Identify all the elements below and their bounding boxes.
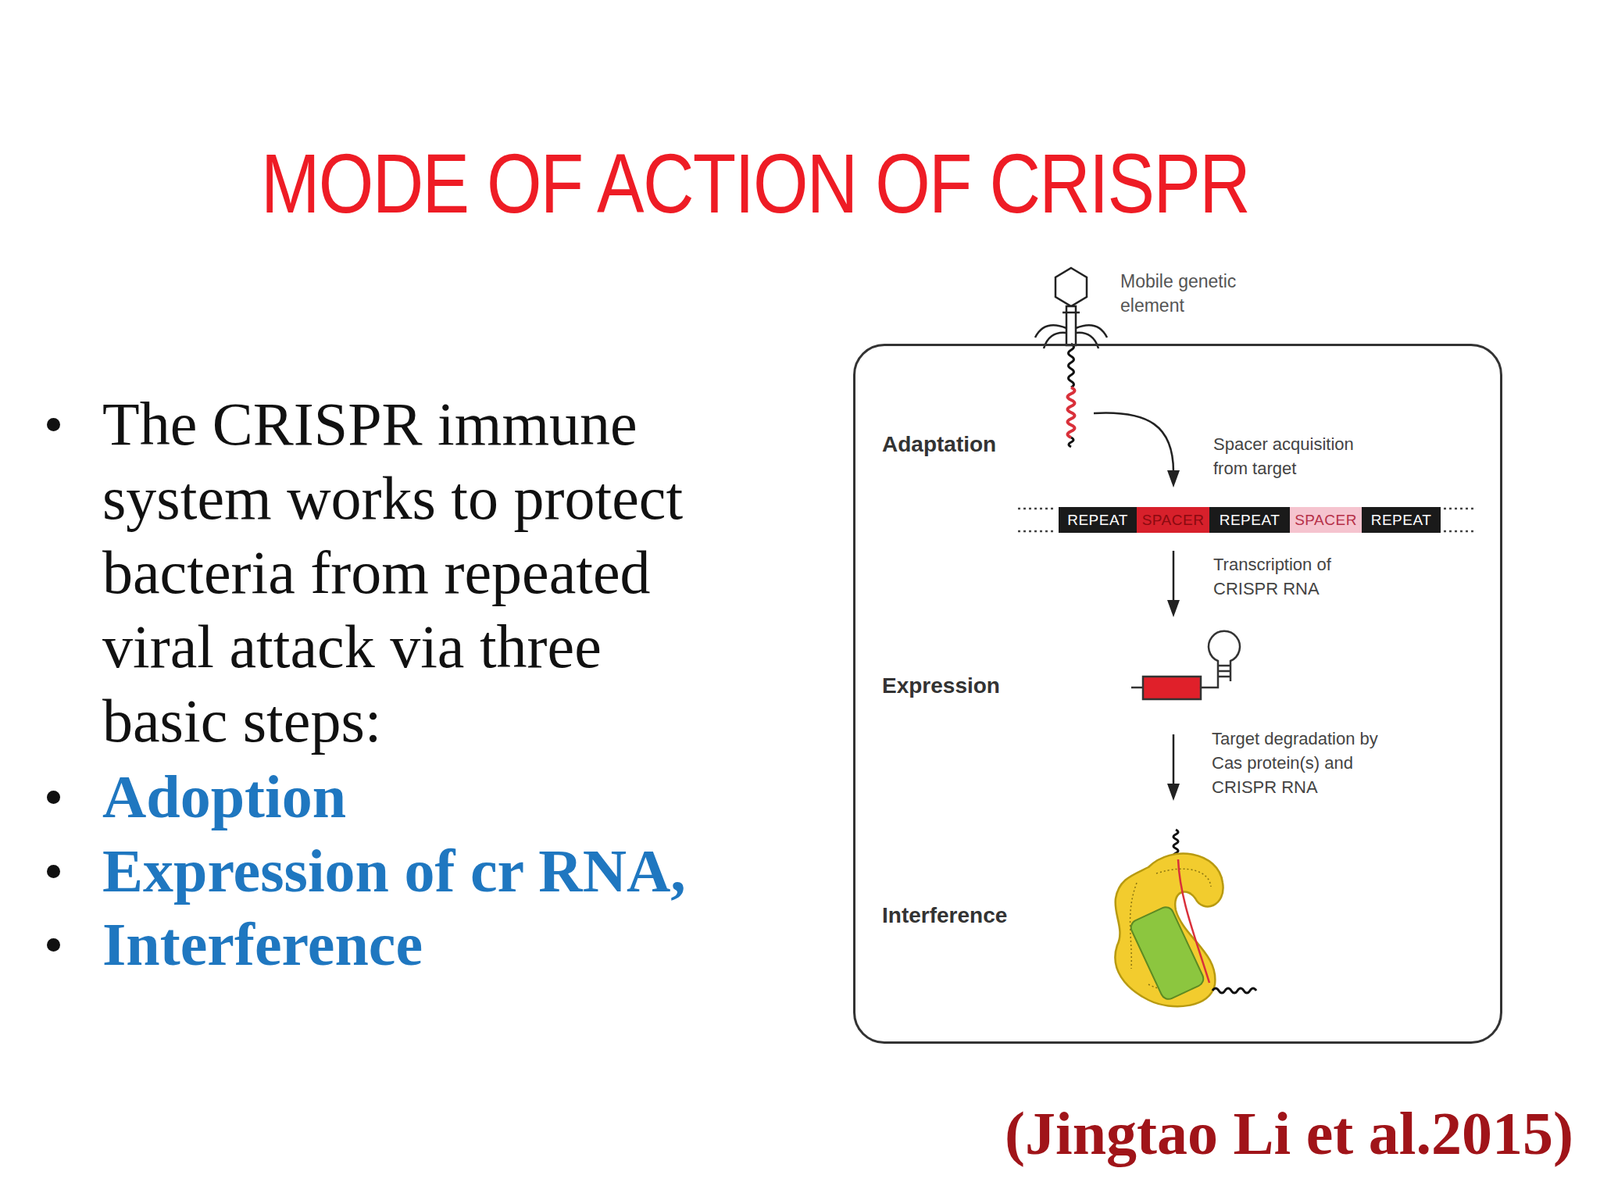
repeat-segment: REPEAT bbox=[1361, 507, 1441, 533]
hairpin-rung bbox=[1217, 664, 1231, 668]
step-item: Expression of cr RNA, bbox=[102, 833, 728, 908]
step-note: Target degradation by Cas protein(s) and… bbox=[1211, 726, 1380, 800]
citation: (Jingtao Li et al.2015) bbox=[1004, 1096, 1583, 1171]
spacer-segment: SPACER bbox=[1289, 507, 1362, 533]
cell-box: Adaptation Spacer acquisition from target… bbox=[853, 343, 1503, 1044]
bullet-text: The CRISPR immune system works to protec… bbox=[102, 386, 712, 758]
arrow-line bbox=[1093, 413, 1174, 472]
arrow-head bbox=[1167, 783, 1180, 801]
arrow-line bbox=[1172, 734, 1175, 786]
viral-dna bbox=[1068, 343, 1075, 388]
dotted-line bbox=[1017, 507, 1057, 511]
repeat-segment: REPEAT bbox=[1058, 507, 1137, 533]
cas-protein bbox=[1114, 853, 1223, 1008]
crrna-guide bbox=[1178, 859, 1210, 983]
bullet-dot bbox=[46, 790, 61, 804]
repeat-segment: REPEAT bbox=[1209, 507, 1290, 533]
step-item: Interference bbox=[102, 907, 728, 982]
segment-label: REPEAT bbox=[1058, 507, 1137, 533]
phage-head bbox=[1055, 267, 1087, 307]
viral-dna bbox=[1068, 437, 1074, 447]
crrna-spacer bbox=[1142, 676, 1201, 700]
arrow-head bbox=[1167, 600, 1180, 618]
segment-label: REPEAT bbox=[1361, 507, 1441, 533]
bullet-dot bbox=[46, 938, 61, 952]
spacer-segment: SPACER bbox=[1136, 507, 1210, 533]
step-note: Transcription of CRISPR RNA bbox=[1213, 552, 1382, 601]
phage-symbol bbox=[1035, 267, 1108, 349]
crrna-tail bbox=[1131, 686, 1143, 690]
step-item: Adoption bbox=[102, 759, 728, 834]
illustration-label: Mobile genetic element bbox=[1120, 269, 1269, 318]
hairpin-rung bbox=[1217, 675, 1231, 679]
segment-label: REPEAT bbox=[1209, 507, 1290, 533]
crrna-hairpin bbox=[1200, 631, 1240, 688]
stage-label: Expression bbox=[882, 672, 1086, 700]
hairpin-rung bbox=[1217, 670, 1231, 673]
viral-dna-protospacer bbox=[1067, 387, 1075, 438]
slide-title: MODE OF ACTION OF CRISPR bbox=[260, 136, 1122, 231]
segment-label: SPACER bbox=[1289, 507, 1362, 533]
dotted-line bbox=[1438, 530, 1477, 533]
dotted-line bbox=[1017, 530, 1057, 533]
dotted-line bbox=[1438, 507, 1477, 511]
phage-tail-ring bbox=[1062, 311, 1080, 315]
step-note: Spacer acquisition from target bbox=[1213, 432, 1382, 481]
bullet-dot bbox=[46, 417, 61, 432]
stage-label: Interference bbox=[882, 902, 1086, 929]
cas-nuclease-domain bbox=[1128, 904, 1206, 1002]
bullet-dot bbox=[46, 864, 61, 879]
target-dna bbox=[1212, 988, 1257, 993]
arrow-head bbox=[1167, 470, 1180, 488]
arrow-line bbox=[1172, 550, 1175, 602]
segment-label: SPACER bbox=[1136, 507, 1210, 533]
stage-label: Adaptation bbox=[882, 431, 1086, 458]
crrna-symbol bbox=[1131, 631, 1240, 700]
